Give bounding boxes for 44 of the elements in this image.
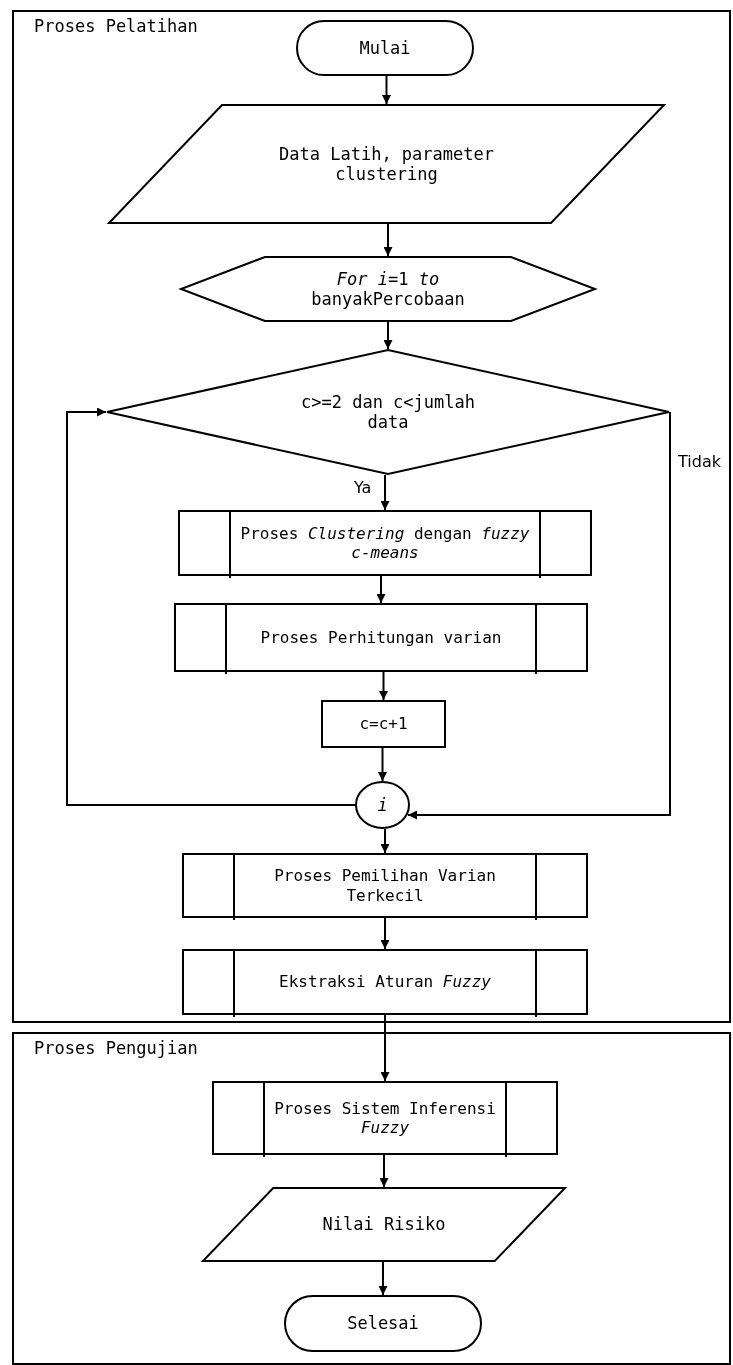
- subprocess-box: [178, 510, 592, 576]
- input-parallelogram: [108, 104, 665, 224]
- node-text: Proses Perhitungan varian: [260, 627, 502, 648]
- swimlane-panel: [12, 10, 731, 1023]
- decision-diamond: [106, 349, 670, 475]
- arrow: [379, 671, 388, 701]
- node-text: Proses Sistem Inferensi Fuzzy: [273, 1098, 497, 1138]
- arrow: [407, 411, 671, 820]
- node-text: Data Latih, parameter clustering: [278, 143, 495, 185]
- arrow: [382, 75, 391, 105]
- subprocess-box: [182, 949, 588, 1015]
- subprocess-box: [174, 603, 588, 672]
- swimlane-panel: [12, 1032, 731, 1365]
- lane-title: Proses Pengujian: [34, 1038, 198, 1058]
- arrow: [376, 575, 386, 604]
- arrow: [378, 1261, 388, 1296]
- process-box: [321, 700, 446, 748]
- node-text: Mulai: [359, 37, 411, 59]
- node-text: c=c+1: [359, 714, 408, 734]
- node-text: c>=2 dan c<jumlah data: [300, 391, 476, 433]
- node-text: i: [377, 794, 388, 816]
- loop-hexagon: [180, 256, 596, 322]
- node-text: Nilai Risiko: [322, 1214, 446, 1235]
- arrow: [379, 1154, 389, 1188]
- output-parallelogram: [202, 1187, 566, 1262]
- subprocess-box: [182, 853, 588, 918]
- node-text: Proses Clustering dengan fuzzy c-means: [239, 523, 531, 563]
- connector-circle: [355, 781, 410, 829]
- start-terminator: [296, 20, 474, 76]
- subprocess-box: [212, 1081, 558, 1155]
- arrow: [383, 223, 393, 257]
- node-text: Selesai: [347, 1313, 419, 1334]
- arrow: [378, 747, 387, 782]
- arrow: [66, 407, 356, 806]
- arrow: [380, 828, 390, 854]
- lane-title: Proses Pelatihan: [34, 16, 198, 36]
- end-terminator: [284, 1295, 482, 1352]
- node-text: For i=1 to banyakPercobaan: [310, 268, 466, 310]
- arrow: [380, 474, 390, 511]
- arrow: [380, 917, 390, 950]
- node-text: Proses Pemilihan Varian Terkecil: [273, 866, 497, 905]
- arrow: [380, 1014, 390, 1082]
- arrow: [383, 321, 393, 350]
- node-text: Ekstraksi Aturan Fuzzy: [279, 972, 491, 992]
